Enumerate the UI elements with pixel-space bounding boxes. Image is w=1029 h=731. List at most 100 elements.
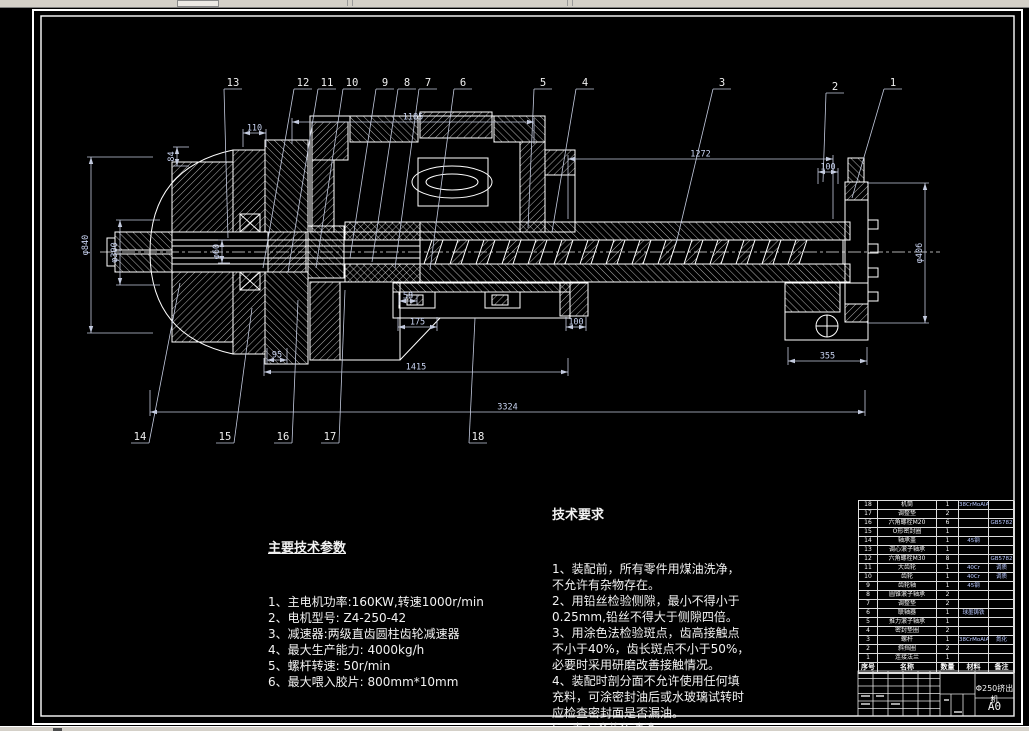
parts-cell: 2 [937, 600, 959, 609]
parts-cell [959, 519, 989, 528]
note-line: 充料，可涂密封油后或水玻璃试转时 [552, 690, 745, 704]
note-line: 应检查密封面是否漏油。 [552, 706, 685, 720]
parts-cell: 14 [859, 537, 878, 546]
dimension-label: 175 [410, 318, 425, 328]
toolbar-separator [572, 0, 573, 6]
part-callout-number: 15 [219, 431, 232, 443]
parts-header-cell: 数量 [937, 663, 959, 673]
parts-cell: 齿轮 [878, 573, 937, 582]
parts-cell: GB5782 [989, 555, 1015, 564]
part-callout-number: 5 [540, 77, 546, 89]
parts-cell: 1 [937, 654, 959, 663]
app-statusbar-strip [0, 726, 1029, 731]
parts-cell: 氮化 [989, 636, 1015, 645]
note-line: 3、减速器:两级直齿圆柱齿轮减速器 [268, 627, 460, 641]
part-callout-number: 14 [134, 431, 147, 443]
part-callout-number: 9 [382, 77, 388, 89]
sheet-inner-border [40, 15, 1015, 717]
sheet-size-label: A0 [987, 700, 1002, 713]
parts-cell: 机筒 [878, 501, 937, 510]
note-line: 不允许有杂物存在。 [552, 578, 661, 592]
parts-cell: 1 [937, 573, 959, 582]
flange-bolt [867, 219, 879, 230]
parts-cell: 1 [937, 618, 959, 627]
parts-cell: 连接法兰 [878, 654, 937, 663]
part-callout-number: 12 [297, 77, 310, 89]
part-callout-number: 2 [832, 81, 838, 93]
flange-bolt [867, 267, 879, 278]
screw-flight [735, 239, 756, 265]
note-line: 4、装配时剖分面不允许使用任何填 [552, 674, 740, 688]
callout-leader [851, 88, 885, 199]
dimension-label: 1185 [403, 113, 423, 123]
parts-cell: 圆锥滚子轴承 [878, 591, 937, 600]
flange-bolt [867, 291, 879, 302]
parts-cell [959, 654, 989, 663]
drawing-title: Φ250挤出机 [975, 684, 1014, 704]
dimension-label: φ840 [81, 235, 91, 255]
parts-cell: 1 [937, 636, 959, 645]
callout-leader [262, 88, 295, 269]
toolbar-separator [567, 0, 568, 6]
part-callout-number: 6 [460, 77, 466, 89]
parts-cell: 1 [937, 609, 959, 618]
parts-cell: 六角螺栓M20 [878, 519, 937, 528]
parts-cell: 4 [859, 627, 878, 636]
parts-cell: 1 [937, 528, 959, 537]
parts-cell: 1 [937, 546, 959, 555]
parts-cell [959, 627, 989, 636]
parts-cell: O形密封圈 [878, 528, 937, 537]
parts-cell: 1 [937, 537, 959, 546]
parts-cell [989, 510, 1015, 519]
part-callout-number: 10 [346, 77, 359, 89]
parts-cell [989, 618, 1015, 627]
machine-drawing [100, 111, 940, 365]
callout-leader [551, 88, 577, 233]
callout-leader [223, 88, 229, 239]
parts-cell [989, 582, 1015, 591]
parts-cell: 大齿轮 [878, 564, 937, 573]
parts-cell: 调整垫 [878, 510, 937, 519]
parts-cell: 40Cr [959, 573, 989, 582]
dimension-label: 100 [820, 163, 835, 173]
statusbar-chip [53, 728, 62, 731]
parts-cell: 18 [859, 501, 878, 510]
screw-flight [527, 239, 548, 265]
parts-cell: 1 [859, 654, 878, 663]
parts-cell [989, 600, 1015, 609]
toolbar-button[interactable] [177, 0, 219, 7]
callout-leader [675, 88, 714, 245]
parts-header-cell: 备注 [989, 663, 1015, 673]
callout-leader [394, 88, 420, 269]
parts-cell [989, 591, 1015, 600]
parts-cell: 6 [937, 519, 959, 528]
parts-cell: 16 [859, 519, 878, 528]
parts-cell [959, 528, 989, 537]
parts-cell: 2 [937, 510, 959, 519]
parts-cell [959, 510, 989, 519]
callout-leader [291, 299, 299, 444]
toolbar-separator [347, 0, 348, 6]
app-toolbar-strip [0, 0, 1029, 8]
callout-leader [349, 88, 377, 259]
dimension-label: 110 [247, 124, 262, 134]
requirements-lines: 1、装配前，所有零件用煤油洗净，不允许有杂物存在。2、用铅丝检验侧隙，最小不得小… [552, 561, 749, 731]
parts-cell: 推力滚子轴承 [878, 618, 937, 627]
part-callout-number: 13 [227, 77, 240, 89]
parts-cell: 1 [937, 582, 959, 591]
dimension-label: φ300 [110, 242, 120, 262]
screw-flight [423, 239, 444, 265]
part-callout-number: 4 [582, 77, 588, 89]
dimension-label: 95 [272, 351, 282, 361]
callout-leader [468, 317, 476, 444]
callout-leader [371, 88, 399, 263]
parts-cell: 六角螺栓M30 [878, 555, 937, 564]
callout-leader [822, 92, 827, 183]
part-callout-number: 8 [404, 77, 410, 89]
parts-cell [959, 600, 989, 609]
parts-cell: 2 [937, 591, 959, 600]
parts-cell [959, 618, 989, 627]
note-line: 不小于40%，齿长斑点不小于50%， [552, 642, 750, 656]
